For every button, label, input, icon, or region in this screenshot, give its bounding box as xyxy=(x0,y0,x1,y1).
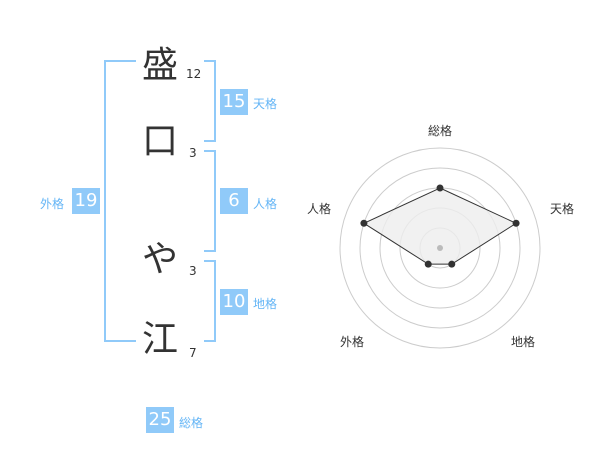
radar-axis-label-gaikaku: 外格 xyxy=(340,335,365,349)
tenkaku-label: 天格 xyxy=(253,97,278,111)
radar-axis-label-jinkaku: 人格 xyxy=(307,202,332,216)
chikaku-label: 地格 xyxy=(253,297,278,311)
radar-point xyxy=(424,260,432,268)
name-char-1: 盛 xyxy=(141,45,178,86)
chikaku-badge: 10 xyxy=(220,289,248,315)
radar-series-polygon xyxy=(362,187,518,265)
radar-grid-ring xyxy=(359,167,521,329)
gaikaku-label: 外格 xyxy=(40,197,65,211)
name-char-2: 口 xyxy=(141,121,178,162)
tenkaku-badge: 15 xyxy=(220,89,248,115)
stroke-count-2: 3 xyxy=(189,146,197,160)
stroke-count-3: 3 xyxy=(189,264,197,278)
radar-axis-label-soukaku: 総格 xyxy=(428,124,453,138)
radar-point xyxy=(448,260,456,268)
radar-point xyxy=(436,184,444,192)
radar-center-dot xyxy=(437,245,443,251)
name-char-3: や xyxy=(141,239,178,280)
stroke-count-4: 7 xyxy=(189,346,197,360)
name-char-4: 江 xyxy=(141,319,178,360)
jinkaku-label: 人格 xyxy=(253,197,278,211)
gaikaku-badge: 19 xyxy=(72,188,100,214)
soukaku-badge: 25 xyxy=(146,407,174,433)
soukaku-label: 総格 xyxy=(179,416,204,430)
gaikaku-bracket xyxy=(104,60,136,342)
radar-grid-ring xyxy=(339,147,541,349)
chikaku-bracket xyxy=(204,260,216,342)
stroke-count-1: 12 xyxy=(186,67,202,81)
radar-points xyxy=(360,184,520,268)
jinkaku-bracket xyxy=(204,150,216,252)
radar-point xyxy=(360,219,368,227)
radar-point xyxy=(512,219,520,227)
radar-axis-label-tenkaku: 天格 xyxy=(550,202,575,216)
jinkaku-badge: 6 xyxy=(220,188,248,214)
tenkaku-bracket xyxy=(204,60,216,142)
radar-axis-label-chikaku: 地格 xyxy=(511,335,536,349)
